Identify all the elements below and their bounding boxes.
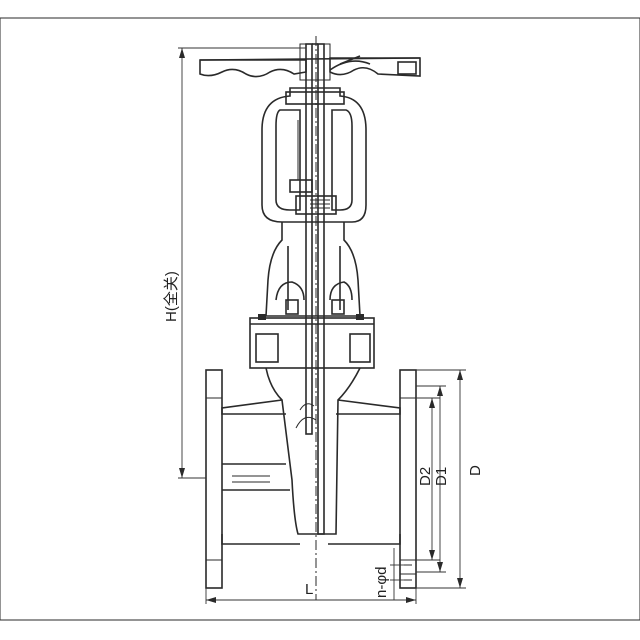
height-dimension [178, 47, 306, 479]
d2-label: D2 [417, 467, 434, 486]
right-flange [399, 369, 417, 589]
d1-label: D1 [433, 467, 450, 486]
bolt-hole-label: n-φd [373, 567, 390, 598]
d-label: D [467, 465, 484, 476]
valve-stem [299, 43, 331, 535]
bonnet-flange [249, 314, 375, 369]
handwheel [199, 55, 421, 78]
drawing-frame [0, 17, 640, 621]
length-dimension [205, 588, 417, 604]
yoke [261, 87, 367, 223]
valve-body [221, 367, 401, 545]
diameter-dimensions [416, 369, 466, 589]
left-flange [205, 369, 223, 589]
bolt-hole-leader [390, 548, 404, 600]
length-label: L [305, 581, 313, 598]
height-label: H(全关) [162, 271, 180, 322]
bonnet [265, 222, 361, 317]
